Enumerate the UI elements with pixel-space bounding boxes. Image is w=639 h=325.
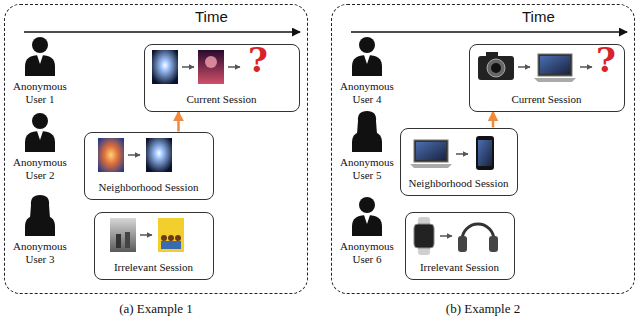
user-icon xyxy=(359,197,375,213)
product-icon xyxy=(540,56,570,74)
sequence-arrow xyxy=(228,66,240,68)
product-icon xyxy=(416,142,446,160)
user-icon xyxy=(352,131,382,152)
user-label: Anonymous User 4 xyxy=(334,80,400,106)
user-icon xyxy=(357,111,377,134)
panel-caption: (b) Example 2 xyxy=(332,301,634,316)
product-icon xyxy=(410,52,576,255)
movie-poster xyxy=(98,50,224,252)
panel-caption: (a) Example 1 xyxy=(5,301,307,316)
time-label: Time xyxy=(522,9,555,25)
movie-poster xyxy=(146,138,172,172)
movie-poster xyxy=(161,235,167,241)
user-label: Anonymous User 2 xyxy=(7,156,73,182)
product-icon xyxy=(414,224,434,248)
user-icon xyxy=(25,215,55,236)
product-icon xyxy=(534,78,576,82)
session-label: Neighborhood Session xyxy=(99,181,199,194)
question-mark: ? xyxy=(248,40,268,80)
movie-poster xyxy=(125,232,130,248)
time-arrow xyxy=(24,32,627,33)
movie-poster xyxy=(152,50,178,84)
user-icon xyxy=(352,55,382,76)
user-icon xyxy=(352,215,382,236)
user-icon xyxy=(37,55,43,64)
session-label: Current Session xyxy=(187,93,257,106)
user-icon xyxy=(32,197,48,213)
sequence-arrow xyxy=(182,66,194,68)
time-arrow xyxy=(351,31,627,33)
sequence-arrow xyxy=(440,235,452,237)
sequence-arrow xyxy=(128,67,592,236)
user-icon xyxy=(25,131,55,152)
product-icon xyxy=(478,56,514,80)
product-icon xyxy=(478,140,492,166)
session-label: Irrelevant Session xyxy=(114,261,193,274)
user-icon xyxy=(32,113,48,129)
movie-poster xyxy=(175,235,181,241)
session-box: Irrelevant Session xyxy=(405,212,515,280)
sequence-arrow xyxy=(518,66,530,68)
product-icon xyxy=(414,140,448,162)
movie-poster xyxy=(168,235,174,241)
movie-poster xyxy=(98,138,124,172)
product-icon xyxy=(491,63,501,73)
session-box: Neighborhood Session xyxy=(400,128,518,196)
user-icon xyxy=(364,215,370,224)
session-box: Neighborhood Session xyxy=(84,132,214,200)
session-label: Neighborhood Session xyxy=(409,177,509,190)
movie-poster xyxy=(116,234,121,248)
question-mark: ? xyxy=(596,40,616,80)
product-icon xyxy=(489,236,498,252)
movie-poster xyxy=(205,56,217,68)
user-label: Anonymous User 5 xyxy=(334,156,400,182)
user-icon xyxy=(30,195,50,218)
user-label: Anonymous User 3 xyxy=(7,240,73,266)
user-icon xyxy=(359,37,375,53)
user-icon xyxy=(25,55,55,76)
sequence-arrow xyxy=(580,66,592,68)
flow-arrow xyxy=(492,112,495,128)
product-icon xyxy=(487,59,505,77)
product-icon xyxy=(476,136,494,170)
user-icon xyxy=(359,113,375,129)
user-label: Anonymous User 1 xyxy=(7,80,73,106)
product-icon xyxy=(410,164,452,168)
user-icon xyxy=(25,37,382,236)
session-label: Irrelevant Session xyxy=(420,261,499,274)
session-label: Current Session xyxy=(512,93,582,106)
product-icon xyxy=(462,224,494,240)
movie-poster xyxy=(198,50,224,84)
sequence-arrow xyxy=(456,153,468,155)
movie-poster xyxy=(110,218,136,252)
user-icon xyxy=(32,37,48,53)
sequence-arrow xyxy=(140,234,152,236)
session-box: Current Session xyxy=(144,44,300,112)
session-box: Irrelevant Session xyxy=(94,212,214,280)
user-icon xyxy=(37,131,43,140)
movie-poster xyxy=(161,241,181,249)
user-label: Anonymous User 6 xyxy=(334,240,400,266)
product-icon xyxy=(458,236,467,252)
movie-poster xyxy=(158,218,184,252)
flow-arrow xyxy=(177,112,180,132)
time-label: Time xyxy=(195,9,228,25)
time-arrow xyxy=(24,31,300,33)
user-icon xyxy=(364,55,370,64)
product-icon xyxy=(538,54,572,76)
sequence-arrow xyxy=(128,154,140,156)
